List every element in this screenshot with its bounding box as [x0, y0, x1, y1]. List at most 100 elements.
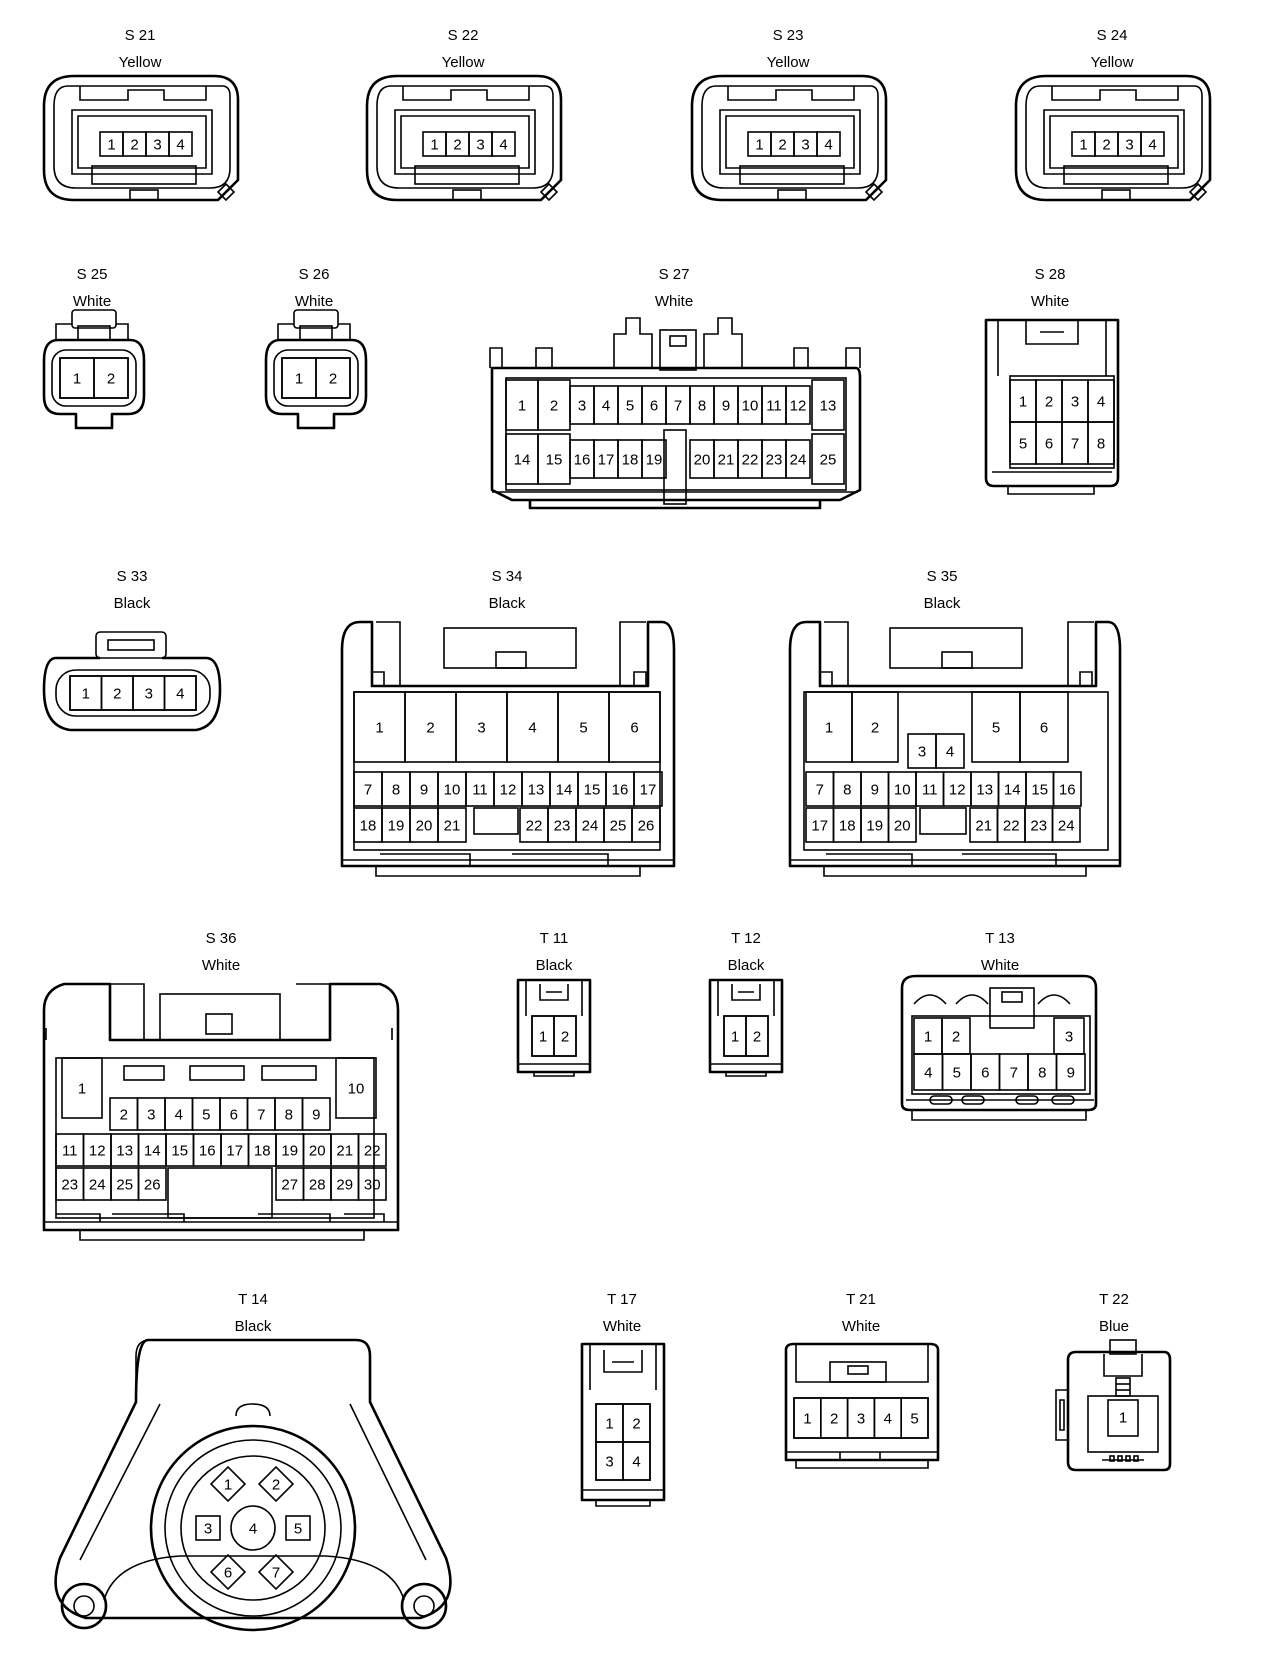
pin-label: 1 [539, 1029, 547, 1046]
pin-label: 4 [602, 398, 610, 415]
pin-label: 12 [949, 782, 966, 799]
pin-label: 2 [107, 371, 115, 388]
connector-code-label: S 33 [117, 568, 148, 585]
pin-label: 5 [294, 1521, 302, 1538]
connector-code-label: T 11 [540, 930, 569, 947]
connector-code-label: S 28 [1035, 266, 1066, 283]
pin-label: 13 [820, 398, 837, 415]
pin-label: 14 [1004, 782, 1021, 799]
pin-label: 16 [1059, 782, 1076, 799]
pin-label: 4 [1097, 394, 1105, 411]
pin-label: 2 [1102, 137, 1110, 154]
pin-label: 2 [130, 137, 138, 154]
pin-label: 9 [871, 782, 879, 799]
pin-label: 30 [364, 1177, 381, 1194]
connector-code-label: S 22 [448, 27, 479, 44]
pin-label: 4 [824, 137, 832, 154]
pin-label: 7 [1010, 1065, 1018, 1082]
pin-label: 7 [674, 398, 682, 415]
pin-label: 16 [612, 782, 629, 799]
pin-label: 3 [605, 1454, 613, 1471]
pin-label: 8 [843, 782, 851, 799]
pin-label: 2 [113, 686, 121, 703]
pin-label: 5 [202, 1107, 210, 1124]
pin-label: 11 [766, 398, 782, 415]
pin-label: 27 [281, 1177, 298, 1194]
pin-label: 17 [640, 782, 657, 799]
pin-label: 20 [309, 1143, 326, 1160]
pin-label: 24 [582, 818, 599, 835]
pin-label: 4 [946, 744, 954, 761]
pin-label: 2 [632, 1416, 640, 1433]
pin-label: 9 [722, 398, 730, 415]
pin-label: 15 [171, 1143, 188, 1160]
pin-label: 1 [731, 1029, 739, 1046]
pin-label: 24 [1058, 818, 1075, 835]
pin-label: 2 [561, 1029, 569, 1046]
pin-label: 9 [1067, 1065, 1075, 1082]
connector-code-label: S 25 [77, 266, 108, 283]
pin-label: 25 [820, 452, 837, 469]
pin-label: 6 [1040, 720, 1048, 737]
pin-label: 2 [952, 1029, 960, 1046]
pin-label: 7 [364, 782, 372, 799]
pin-label: 2 [453, 137, 461, 154]
pin-label: 23 [61, 1177, 78, 1194]
connector-color-label: White [842, 1318, 880, 1335]
pin-label: 5 [1019, 436, 1027, 453]
connector-code-label: S 24 [1097, 27, 1128, 44]
pin-label: 23 [1030, 818, 1047, 835]
pin-label: 21 [336, 1143, 353, 1160]
pin-label: 7 [257, 1107, 265, 1124]
pin-label: 4 [175, 1107, 183, 1124]
pin-label: 25 [610, 818, 627, 835]
pin-label: 2 [550, 398, 558, 415]
connector-color-label: Black [114, 595, 151, 612]
pin-label: 15 [1031, 782, 1048, 799]
pin-label: 18 [622, 452, 639, 469]
pin-label: 17 [598, 452, 615, 469]
pin-label: 11 [62, 1143, 78, 1160]
pin-label: 1 [803, 1411, 811, 1428]
pin-label: 8 [1097, 436, 1105, 453]
pin-label: 19 [388, 818, 405, 835]
connector-color-label: Yellow [119, 54, 162, 71]
pin-label: 7 [272, 1565, 280, 1582]
connector-color-label: Yellow [767, 54, 810, 71]
pin-label: 12 [790, 398, 807, 415]
pin-label: 2 [778, 137, 786, 154]
pin-label: 20 [894, 818, 911, 835]
pin-label: 5 [992, 720, 1000, 737]
pin-label: 19 [866, 818, 883, 835]
connector-code-label: T 22 [1099, 1291, 1129, 1308]
pin-label: 2 [1045, 394, 1053, 411]
pin-label: 2 [753, 1029, 761, 1046]
pin-label: 26 [638, 818, 655, 835]
pin-label: 2 [329, 371, 337, 388]
pin-label: 18 [254, 1143, 271, 1160]
connector-code-label: S 26 [299, 266, 330, 283]
pin-label: 4 [1148, 137, 1156, 154]
connector-code-label: S 21 [125, 27, 156, 44]
connector-color-label: White [655, 293, 693, 310]
connector-code-label: T 14 [238, 1291, 268, 1308]
pin-label: 15 [584, 782, 601, 799]
connector-color-label: Black [235, 1318, 272, 1335]
pin-label: 1 [1079, 137, 1087, 154]
pin-label: 3 [801, 137, 809, 154]
connector-color-label: White [73, 293, 111, 310]
pin-label: 18 [360, 818, 377, 835]
pin-label: 6 [630, 720, 638, 737]
pin-label: 4 [924, 1065, 932, 1082]
pin-label: 8 [1038, 1065, 1046, 1082]
pin-label: 4 [884, 1411, 892, 1428]
pin-label: 8 [392, 782, 400, 799]
